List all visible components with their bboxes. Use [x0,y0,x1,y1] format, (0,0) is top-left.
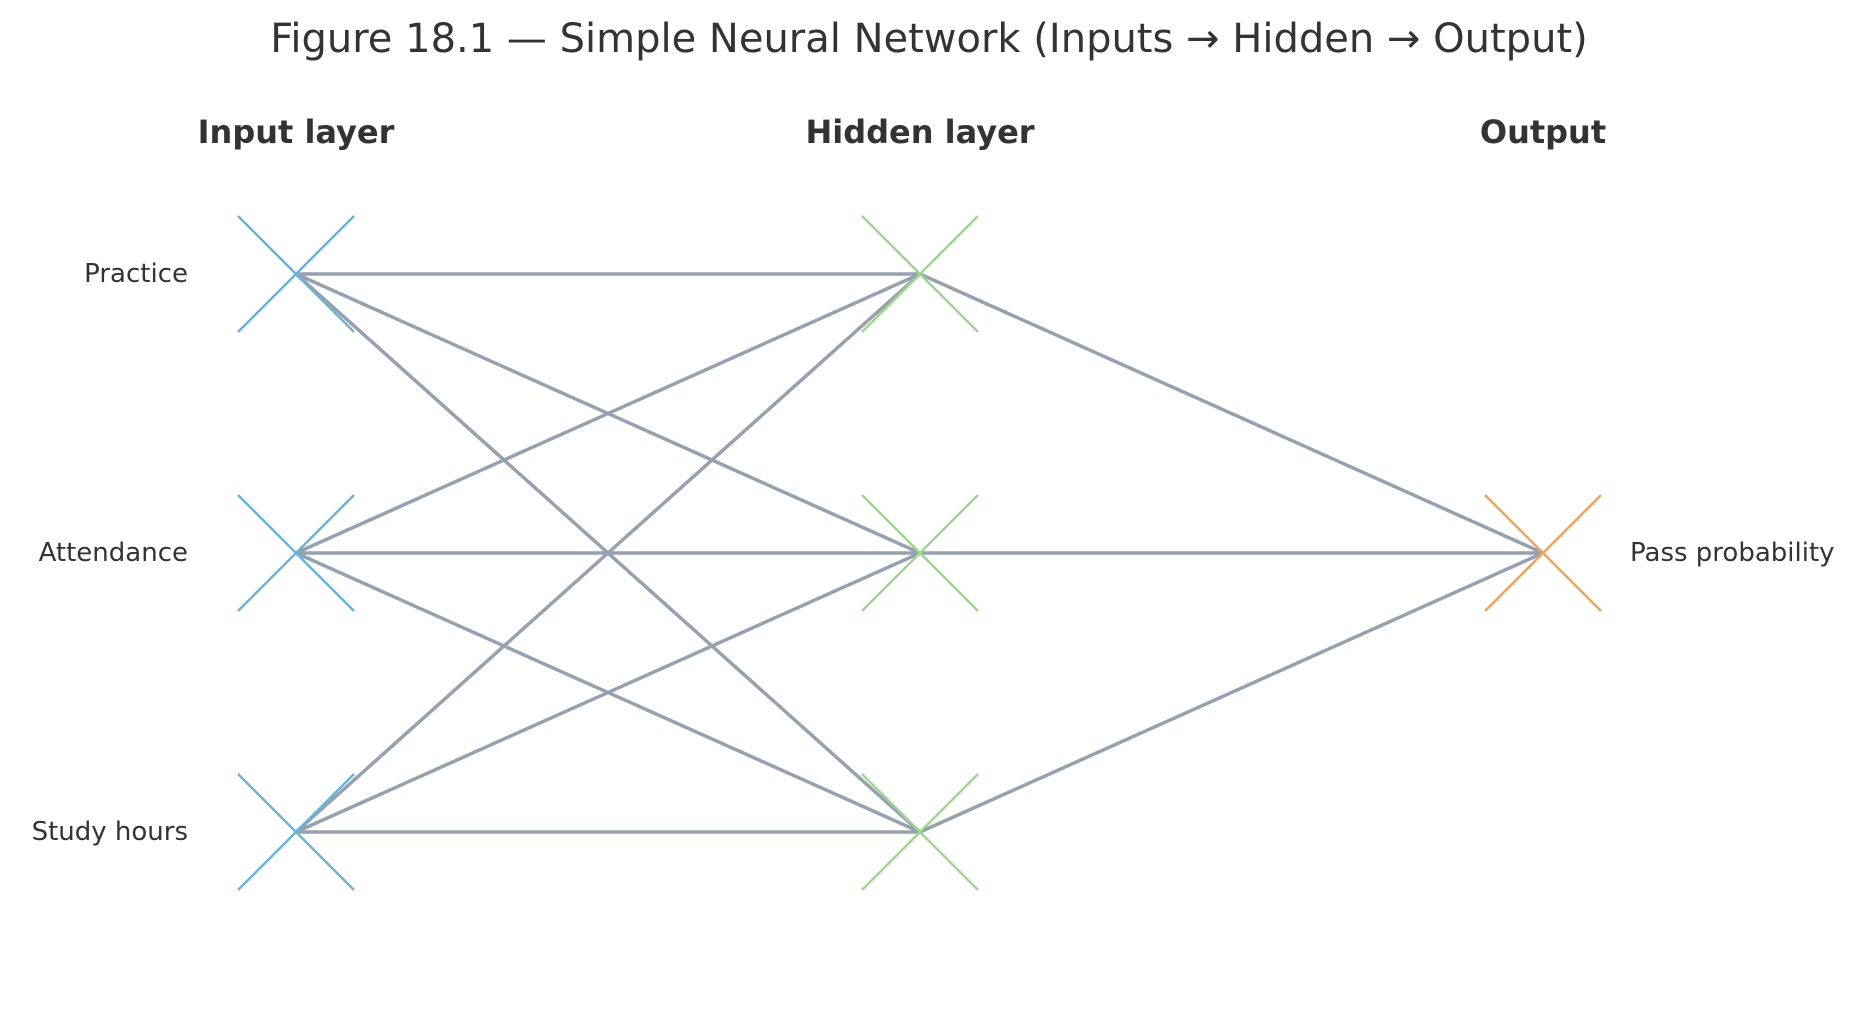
edge-study-hours-to-hidden-1 [294,272,922,834]
edge-hidden-1-to-pass-probability [919,272,1544,555]
connections [294,272,1544,834]
output-node-label-pass-probability: Pass probability [1630,538,1835,568]
input-node-label-attendance: Attendance [39,538,188,568]
input-layer-heading: Input layer [198,113,395,151]
input-node-practice [237,215,355,333]
input-node-study-hours [237,773,355,891]
input-node-label-study-hours: Study hours [32,817,188,847]
hidden-node-hidden-3 [861,773,979,891]
hidden-node-hidden-1 [861,215,979,333]
output-layer-heading: Output [1480,113,1606,151]
neurons [237,215,1602,891]
output-node-pass-probability [1484,494,1602,612]
hidden-layer-heading: Hidden layer [805,113,1034,151]
input-node-attendance [237,494,355,612]
hidden-node-hidden-2 [861,494,979,612]
edge-hidden-3-to-pass-probability [919,551,1544,834]
input-node-label-practice: Practice [84,259,188,289]
edge-study-hours-to-hidden-2 [295,551,921,834]
figure-title: Figure 18.1 — Simple Neural Network (Inp… [270,16,1587,62]
edge-attendance-to-hidden-1 [295,272,921,555]
